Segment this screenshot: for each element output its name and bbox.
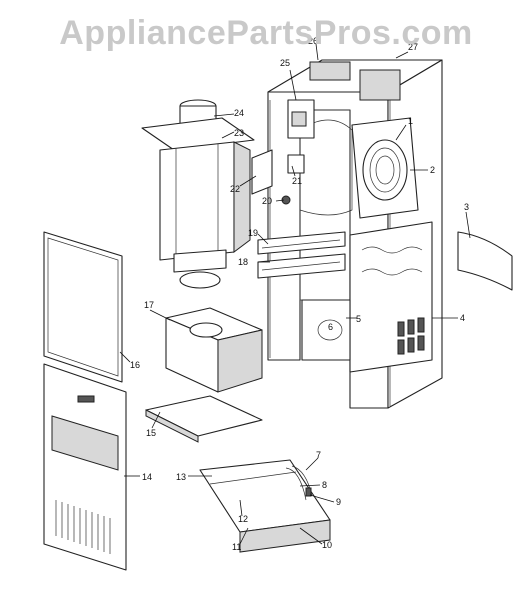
callout-14: 14 [142,472,152,482]
callout-9: 9 [336,497,341,507]
bottom-panel [145,395,263,443]
callout-7: 7 [316,450,321,460]
callout-22: 22 [230,184,240,194]
callout-27: 27 [408,42,418,52]
callout-8: 8 [322,480,327,490]
watermark: AppliancePartsPros.com [59,14,473,52]
vent-assembly [141,99,273,289]
callout-19: 19 [248,228,258,238]
callout-5: 5 [356,314,361,324]
callout-3: 3 [464,202,469,212]
burner-assembly [257,231,346,279]
flue-collar [165,307,263,393]
callout-17: 17 [144,300,154,310]
callout-labels: 1 2 3 4 5 6 7 8 9 10 11 12 13 14 15 16 1… [130,36,469,552]
callout-16: 16 [130,360,140,370]
heat-exchanger [301,221,433,373]
callout-10: 10 [322,540,332,550]
filter-rack [199,459,331,553]
louver-grille [55,500,111,554]
callout-23: 23 [234,128,244,138]
callout-2: 2 [430,165,435,175]
callout-25: 25 [280,58,290,68]
lower-door [43,363,127,571]
callout-24: 24 [234,108,244,118]
callout-13: 13 [176,472,186,482]
callout-12: 12 [238,514,248,524]
inducer-parts [281,99,315,205]
upper-door [43,231,123,383]
callout-1: 1 [408,116,413,126]
leader-lines [119,43,471,545]
callout-20: 20 [262,196,272,206]
callout-11: 11 [232,542,241,552]
callout-26: 26 [308,36,318,46]
callout-15: 15 [146,428,156,438]
callout-6: 6 [328,322,333,332]
callout-4: 4 [460,313,465,323]
blower-housing [299,117,419,219]
callout-18: 18 [238,257,248,267]
callout-21: 21 [292,176,302,186]
side-panel [457,231,513,291]
